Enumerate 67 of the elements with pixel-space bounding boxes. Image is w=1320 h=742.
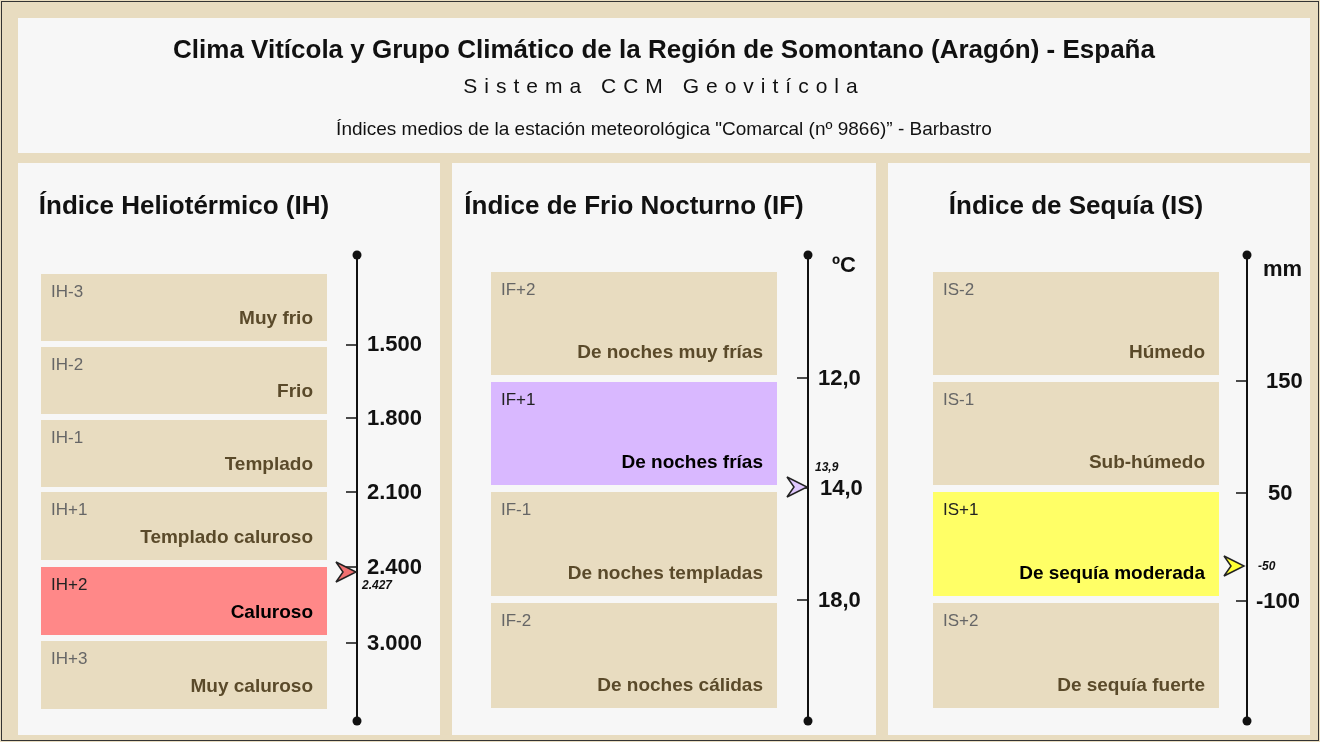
class-code: IF-1 — [501, 500, 532, 520]
unit-label: mm — [1263, 256, 1303, 282]
scale-value: 50 — [1268, 480, 1293, 506]
class-name: De sequía fuerte — [1057, 674, 1205, 696]
class-box — [41, 347, 327, 414]
class-name: Húmedo — [1129, 341, 1205, 363]
class-code: IF+2 — [501, 280, 536, 300]
class-box — [491, 492, 777, 596]
class-name: De sequía moderada — [1019, 562, 1205, 584]
class-name: Muy frio — [239, 307, 313, 329]
class-name: De noches cálidas — [597, 674, 763, 696]
station-value: -50 — [1258, 559, 1276, 573]
panel-heading: Índice de Frio Nocturno (IF) — [463, 189, 805, 221]
panel-heading: Índice Heliotérmico (IH) — [37, 189, 331, 221]
class-code: IS+1 — [943, 500, 979, 520]
subtitle-text: Sistema CCM Geovitícola — [462, 74, 866, 98]
station-value: 13,9 — [815, 460, 839, 474]
class-name: Templado — [224, 453, 313, 475]
class-code: IF+1 — [501, 390, 536, 410]
scale-value: 3.000 — [367, 630, 423, 656]
scale-value: 1.800 — [367, 405, 423, 431]
class-box — [933, 272, 1219, 375]
class-name: De noches templadas — [567, 562, 763, 584]
class-name: Caluroso — [230, 601, 313, 623]
class-box — [41, 420, 327, 487]
class-name: De noches frías — [621, 451, 763, 473]
scale-value: 2.400 — [367, 554, 423, 580]
panel-heading: Índice de Sequía (IS) — [947, 189, 1205, 221]
scale-value: 150 — [1266, 368, 1303, 394]
station-text: Índices medios de la estación meteorológica "Comarcal (nº 9866)” - Barbastro — [335, 118, 993, 140]
scale-value: 12,0 — [818, 365, 861, 391]
index-panel — [452, 163, 876, 735]
scale-value: 18,0 — [818, 587, 861, 613]
class-box — [41, 274, 327, 341]
scale-value: 14,0 — [820, 475, 863, 501]
class-box — [933, 492, 1219, 596]
class-code: IS-1 — [943, 390, 975, 410]
scale-value: 2.100 — [367, 479, 423, 505]
class-code: IH+2 — [51, 575, 88, 595]
class-name: Frio — [277, 380, 313, 402]
class-name: De noches muy frías — [577, 341, 763, 363]
class-box — [41, 567, 327, 635]
class-code: IH+1 — [51, 500, 88, 520]
class-box — [933, 603, 1219, 708]
scale-value: 1.500 — [367, 331, 423, 357]
index-panel — [888, 163, 1310, 735]
class-code: IH-3 — [51, 282, 84, 302]
class-code: IS+2 — [943, 611, 979, 631]
class-code: IS-2 — [943, 280, 975, 300]
class-box — [933, 382, 1219, 485]
class-box — [491, 603, 777, 708]
index-panel — [18, 163, 440, 735]
class-name: Sub-húmedo — [1088, 451, 1205, 473]
class-box — [491, 272, 777, 375]
station-value: 2.427 — [362, 578, 393, 592]
class-code: IH-2 — [51, 355, 84, 375]
class-name: Muy caluroso — [190, 675, 313, 697]
class-box — [41, 492, 327, 560]
class-code: IF-2 — [501, 611, 532, 631]
class-name: Templado caluroso — [140, 526, 313, 548]
unit-label: ºC — [832, 252, 856, 278]
title: Clima Vitícola y Grupo Climático de la Región de Somontano (Aragón) - España — [172, 34, 1156, 65]
class-code: IH+3 — [51, 649, 88, 669]
scale-value: -100 — [1256, 588, 1301, 614]
class-box — [491, 382, 777, 485]
class-code: IH-1 — [51, 428, 84, 448]
class-box — [41, 641, 327, 709]
